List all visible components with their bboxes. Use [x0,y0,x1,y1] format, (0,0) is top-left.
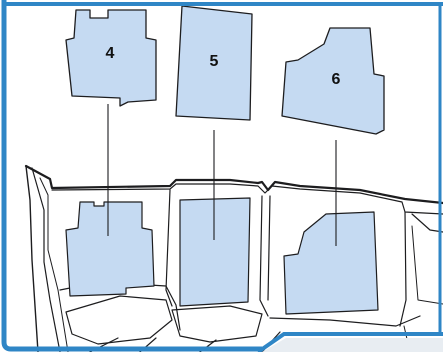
left-pillar [25,165,39,352]
leader-lines [107,104,337,246]
removed-panels [65,5,385,135]
cushion-left [65,295,173,345]
seat-divider-mid-a [259,195,269,317]
installed-panel-5 [179,197,251,307]
cushion-mid [171,305,263,343]
roof-inner-line [51,183,443,215]
installed-panel-6 [283,211,379,315]
panel-label-4: 4 [106,45,115,62]
seat-divider-left [165,189,173,307]
seat-divider-right [399,211,407,327]
frame-border [1,0,262,352]
panel-label-5: 5 [210,53,219,70]
left-wall [31,167,61,352]
right-wall-lower [411,225,443,305]
panel-4-shape [65,9,157,107]
panel-label-6: 6 [332,71,341,88]
left-wall-inner [39,177,69,352]
panel-5-shape [175,5,253,121]
corner-tab [262,338,443,352]
floor-front [89,331,281,352]
installed-panels [65,197,379,315]
roof-line [24,164,443,205]
panel-6-shape [281,27,385,135]
cabin-outline [24,164,443,352]
installed-panel-4 [65,201,155,297]
seat-divider-mid-b [267,195,271,301]
corner-tab-edge [256,332,443,352]
floor-line-right [269,315,421,327]
